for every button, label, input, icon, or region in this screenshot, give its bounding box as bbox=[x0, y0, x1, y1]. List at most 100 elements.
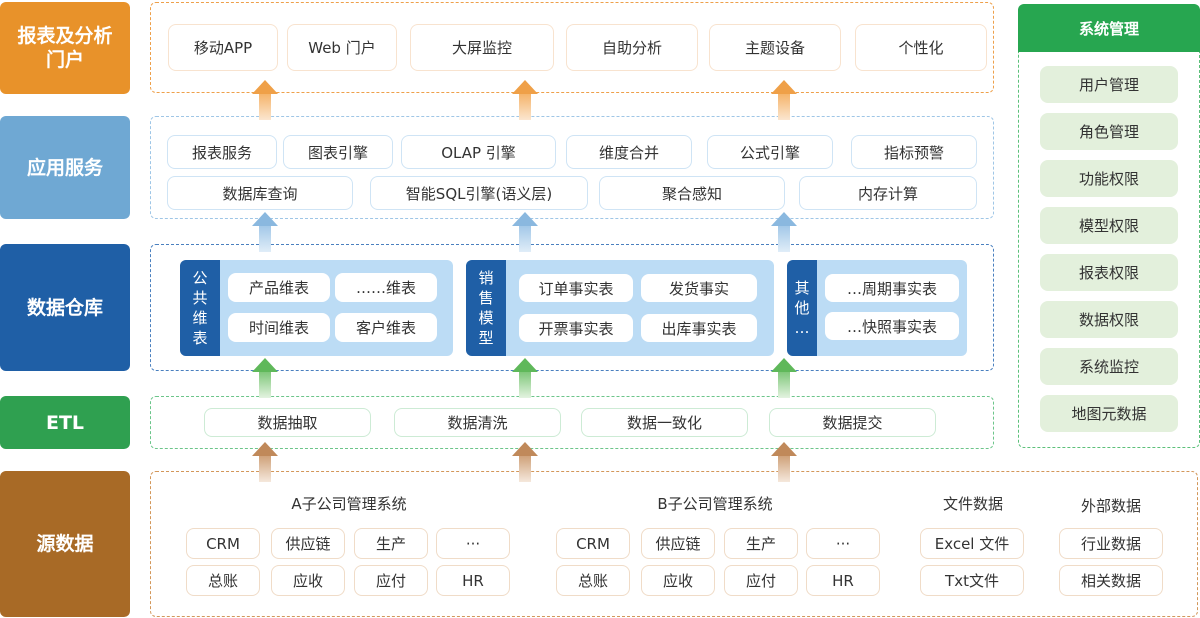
warehouse-group-sales-model: 销 售 模 型 订单事实表 发货事实 开票事实表 出库事实表 bbox=[466, 260, 774, 356]
dim-item-customer[interactable]: 客户维表 bbox=[335, 313, 437, 342]
tab-char: 共 bbox=[192, 289, 208, 307]
etl-item-conform[interactable]: 数据一致化 bbox=[581, 408, 748, 437]
fact-item-order[interactable]: 订单事实表 bbox=[519, 274, 633, 302]
source-b-payable[interactable]: 应付 bbox=[724, 565, 798, 596]
source-a-hr[interactable]: HR bbox=[436, 565, 510, 596]
service-item-chart-engine[interactable]: 图表引擎 bbox=[283, 135, 393, 169]
chip-text: 相关数据 bbox=[1080, 572, 1141, 590]
dim-item-more[interactable]: ……维表 bbox=[335, 273, 437, 302]
chip-text: 报表服务 bbox=[191, 143, 252, 162]
chip-text: 数据清洗 bbox=[447, 414, 508, 432]
source-a-more[interactable]: ··· bbox=[436, 528, 510, 559]
fact-item-shipping[interactable]: 发货事实 bbox=[641, 274, 757, 302]
dim-item-product[interactable]: 产品维表 bbox=[228, 273, 330, 302]
chip-text: ……维表 bbox=[355, 279, 416, 297]
source-b-receivable[interactable]: 应收 bbox=[641, 565, 715, 596]
group-tab: 其 他 … bbox=[787, 260, 817, 356]
arrow-up-icon bbox=[512, 212, 538, 252]
chip-text: 应付 bbox=[375, 572, 406, 590]
service-item-smart-sql[interactable]: 智能SQL引擎(语义层) bbox=[370, 176, 588, 210]
system-item-role[interactable]: 角色管理 bbox=[1040, 113, 1178, 150]
chip-text: Web 门户 bbox=[308, 39, 376, 57]
source-a-receivable[interactable]: 应收 bbox=[271, 565, 345, 596]
fact-item-outbound[interactable]: 出库事实表 bbox=[641, 314, 757, 342]
system-mgmt-title: 系统管理 bbox=[1018, 4, 1200, 52]
source-b-ledger[interactable]: 总账 bbox=[556, 565, 630, 596]
chip-text: 维度合并 bbox=[598, 143, 659, 162]
service-item-formula[interactable]: 公式引擎 bbox=[707, 135, 833, 169]
source-file-txt[interactable]: Txt文件 bbox=[920, 565, 1024, 596]
chip-text: 应付 bbox=[745, 572, 776, 590]
tab-char: 表 bbox=[192, 329, 208, 347]
system-item-function-perm[interactable]: 功能权限 bbox=[1040, 160, 1178, 197]
portal-item-web[interactable]: Web 门户 bbox=[287, 24, 397, 71]
system-item-report-perm[interactable]: 报表权限 bbox=[1040, 254, 1178, 291]
dim-item-time[interactable]: 时间维表 bbox=[228, 313, 330, 342]
fact-item-invoice[interactable]: 开票事实表 bbox=[519, 314, 633, 342]
portal-item-big-screen[interactable]: 大屏监控 bbox=[410, 24, 554, 71]
tab-char: 公 bbox=[192, 269, 208, 287]
portal-item-theme-device[interactable]: 主题设备 bbox=[709, 24, 841, 71]
source-a-payable[interactable]: 应付 bbox=[354, 565, 428, 596]
chip-text: 地图元数据 bbox=[1071, 405, 1147, 423]
portal-item-self-analysis[interactable]: 自助分析 bbox=[566, 24, 698, 71]
fact-item-snapshot[interactable]: …快照事实表 bbox=[825, 312, 959, 340]
etl-item-extract[interactable]: 数据抽取 bbox=[204, 408, 371, 437]
source-b-hr[interactable]: HR bbox=[806, 565, 880, 596]
arrow-up-icon bbox=[512, 358, 538, 398]
chip-text: 功能权限 bbox=[1078, 170, 1139, 188]
app-service-container bbox=[150, 116, 994, 219]
source-group-title-a: A子公司管理系统 bbox=[291, 495, 407, 513]
tab-char: 售 bbox=[478, 289, 494, 307]
source-b-more[interactable]: ··· bbox=[806, 528, 880, 559]
etl-item-cleanse[interactable]: 数据清洗 bbox=[394, 408, 561, 437]
portal-item-personalize[interactable]: 个性化 bbox=[855, 24, 987, 71]
chip-text: 数据权限 bbox=[1078, 311, 1139, 329]
tab-char: … bbox=[794, 319, 810, 337]
system-item-user[interactable]: 用户管理 bbox=[1040, 66, 1178, 103]
fact-item-periodic[interactable]: …周期事实表 bbox=[825, 274, 959, 302]
arrow-up-icon bbox=[252, 358, 278, 398]
service-item-report[interactable]: 报表服务 bbox=[167, 135, 277, 169]
system-item-map-meta[interactable]: 地图元数据 bbox=[1040, 395, 1178, 432]
chip-text: 客户维表 bbox=[355, 319, 416, 337]
chip-text: 行业数据 bbox=[1080, 535, 1141, 553]
arrow-up-icon bbox=[771, 442, 797, 482]
chip-text: 角色管理 bbox=[1078, 123, 1139, 141]
layer-label-app-service: 应用服务 bbox=[0, 116, 130, 219]
source-b-crm[interactable]: CRM bbox=[556, 528, 630, 559]
portal-label-text: 报表及分析门户 bbox=[17, 25, 113, 71]
chip-text: 总账 bbox=[207, 572, 238, 590]
service-item-memory[interactable]: 内存计算 bbox=[799, 176, 977, 210]
service-item-olap[interactable]: OLAP 引擎 bbox=[401, 135, 556, 169]
source-group-title-external: 外部数据 bbox=[1080, 497, 1141, 515]
chip-text: 供应链 bbox=[655, 535, 701, 553]
source-a-supply[interactable]: 供应链 bbox=[271, 528, 345, 559]
service-item-dim-merge[interactable]: 维度合并 bbox=[566, 135, 692, 169]
system-item-model-perm[interactable]: 模型权限 bbox=[1040, 207, 1178, 244]
source-file-excel[interactable]: Excel 文件 bbox=[920, 528, 1024, 559]
chip-text: ··· bbox=[835, 534, 851, 553]
service-item-aggregate[interactable]: 聚合感知 bbox=[599, 176, 785, 210]
chip-text: 个性化 bbox=[898, 39, 944, 57]
etl-item-deliver[interactable]: 数据提交 bbox=[769, 408, 936, 437]
source-a-ledger[interactable]: 总账 bbox=[186, 565, 260, 596]
group-tab: 公 共 维 表 bbox=[180, 260, 220, 356]
service-item-alert[interactable]: 指标预警 bbox=[851, 135, 977, 169]
source-b-supply[interactable]: 供应链 bbox=[641, 528, 715, 559]
system-item-data-perm[interactable]: 数据权限 bbox=[1040, 301, 1178, 338]
source-a-production[interactable]: 生产 bbox=[354, 528, 428, 559]
source-b-production[interactable]: 生产 bbox=[724, 528, 798, 559]
service-item-db-query[interactable]: 数据库查询 bbox=[167, 176, 353, 210]
source-external-related[interactable]: 相关数据 bbox=[1059, 565, 1163, 596]
arrow-up-icon bbox=[252, 212, 278, 252]
chip-text: CRM bbox=[576, 534, 610, 553]
source-a-crm[interactable]: CRM bbox=[186, 528, 260, 559]
source-external-industry[interactable]: 行业数据 bbox=[1059, 528, 1163, 559]
portal-item-mobile-app[interactable]: 移动APP bbox=[168, 24, 278, 71]
chip-text: 数据库查询 bbox=[222, 184, 298, 203]
chip-text: HR bbox=[832, 571, 854, 590]
arrow-up-icon bbox=[252, 442, 278, 482]
system-item-monitor[interactable]: 系统监控 bbox=[1040, 348, 1178, 385]
layer-label-etl: ETL bbox=[0, 396, 130, 449]
